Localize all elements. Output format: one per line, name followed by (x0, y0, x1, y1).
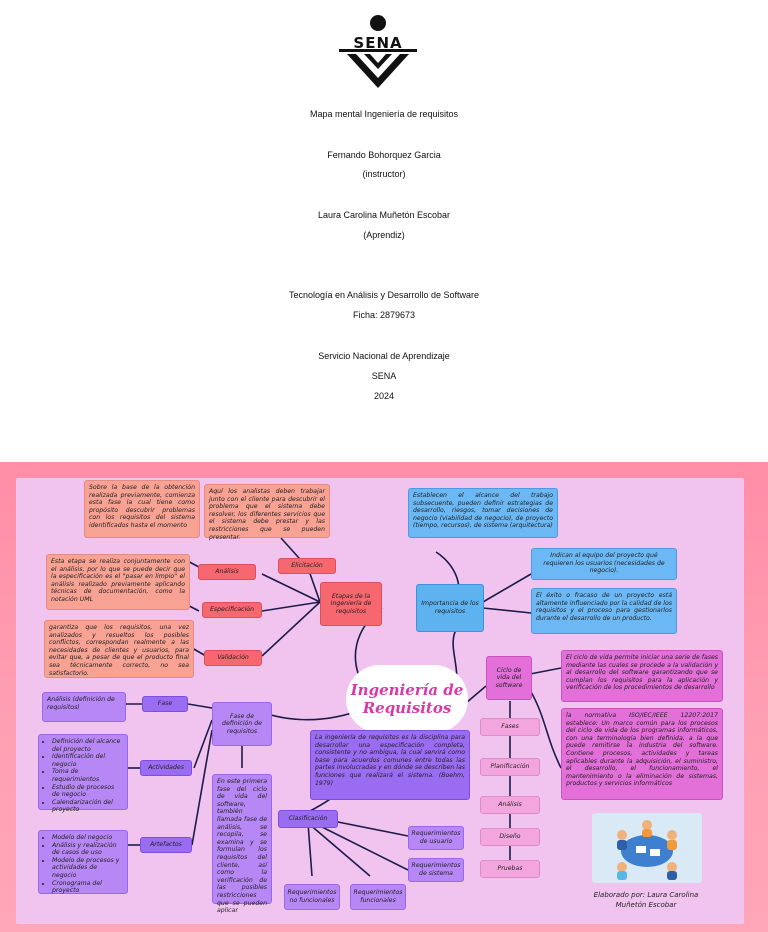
actividad-item: Toma de requerimientos (52, 768, 123, 783)
node-fase: Fase (142, 696, 188, 712)
central-title-line1: Ingeniería de (350, 681, 464, 699)
node-fase-definicion: Fase de definición de requisitos (212, 702, 272, 746)
mind-map-image: Sobre la base de la obtención realizada … (0, 462, 768, 932)
node-validacion: Validación (204, 650, 262, 666)
note-importancia-2: Indican al equipo del proyecto qué requi… (531, 548, 677, 580)
program-name: Tecnología en Análisis y Desarrollo de S… (288, 290, 480, 300)
logo-wordmark: SENA (353, 34, 403, 52)
node-req-sistema: Requerimientos de sistema (408, 858, 464, 882)
artefacto-item: Análisis y realización de casos de uso (52, 842, 123, 857)
note-validacion: garantiza que los requisitos, una vez an… (44, 620, 194, 678)
note-analisis: Sobre la base de la obtención realizada … (84, 480, 200, 538)
instructor-role: (instructor) (362, 169, 406, 179)
credit: Elaborado por: Laura Carolina Muñetón Es… (586, 890, 706, 910)
institution-acronym: SENA (371, 371, 397, 381)
list-actividades: Definición del alcance del proyecto Iden… (38, 734, 128, 813)
node-importancia: Importancia de los requisitos (416, 584, 484, 632)
instructor-name: Fernando Bohorquez Garcia (327, 150, 441, 160)
actividad-item: Calendarización del proyecto (52, 799, 123, 814)
node-elicitacion: Elicitación (278, 558, 336, 574)
credit-line-2: Muñetón Escobar (615, 901, 677, 909)
node-artefactos: Artefactos (140, 837, 192, 853)
note-elicitacion: Aquí los analistas deben trabajar junto … (204, 484, 330, 541)
note-especificacion: Esta etapa se realiza conjuntamente con … (46, 554, 190, 610)
student-role: (Aprendiz) (363, 230, 405, 240)
document-title: Mapa mental Ingeniería de requisitos (309, 109, 459, 119)
institution-name: Servicio Nacional de Aprendizaje (318, 351, 450, 361)
node-clasificacion: Clasificación (278, 810, 338, 828)
central-title-line2: Requisitos (362, 699, 452, 717)
note-fase: Análisis (definición de requisitos) (42, 692, 126, 722)
actividad-item: Estudio de procesos de negocio (52, 784, 123, 799)
node-ciclo-vida: Ciclo de vida del software (486, 656, 532, 700)
note-fase-definicion: En este primera fase del ciclo de vida d… (212, 774, 272, 914)
node-analisis-fase: Análisis (480, 796, 540, 814)
credit-line-1: Elaborado por: Laura Carolina (593, 891, 699, 899)
node-etapas: Etapas de la Ingeniería de requisitos (320, 582, 382, 626)
year: 2024 (373, 391, 395, 401)
node-fases: Fases (480, 718, 540, 736)
mind-map-canvas: Sobre la base de la obtención realizada … (16, 478, 744, 924)
note-ciclo-1: El ciclo de vida permite iniciar una ser… (561, 650, 723, 702)
artefacto-item: Modelo de procesos y actividades de nego… (52, 857, 123, 880)
ficha-number: Ficha: 2879673 (352, 310, 416, 320)
list-artefactos: Modelo del negocio Análisis y realizació… (38, 830, 128, 894)
central-title: Ingeniería de Requisitos (346, 665, 468, 733)
node-actividades: Actividades (140, 760, 192, 776)
node-req-usuario: Requerimientos de usuario (408, 826, 464, 850)
team-illustration (592, 813, 702, 883)
node-especificacion: Especificación (202, 602, 262, 618)
sena-logo-mark (339, 15, 417, 88)
artefacto-item: Modelo del negocio (52, 834, 123, 842)
node-req-funcionales: Requerimientos funcionales (350, 884, 406, 910)
note-importancia-1: Establecen el alcance del trabajo subsec… (408, 488, 558, 538)
note-definicion: La ingeniería de requisitos es la discip… (310, 730, 470, 800)
cover-page: SENA Mapa mental Ingeniería de requisito… (0, 0, 768, 430)
note-ciclo-2: la normativa ISO/IEC/IEEE 12207:2017 est… (561, 708, 723, 800)
node-planificacion: Planificación (480, 758, 540, 776)
actividad-item: Identificación del negocio (52, 753, 123, 768)
node-req-no-funcionales: Requerimientos no funcionales (284, 884, 340, 910)
node-diseno: Diseño (480, 828, 540, 846)
team-illustration-graphic (617, 820, 677, 880)
note-importancia-3: El éxito o fracaso de un proyecto está a… (531, 588, 677, 634)
student-name: Laura Carolina Muñetón Escobar (317, 210, 451, 220)
node-pruebas: Pruebas (480, 860, 540, 878)
artefacto-item: Cronograma del proyecto (52, 880, 123, 895)
actividad-item: Definición del alcance del proyecto (52, 738, 123, 753)
node-analisis: Análisis (198, 564, 256, 580)
sena-logo: SENA (333, 14, 423, 88)
